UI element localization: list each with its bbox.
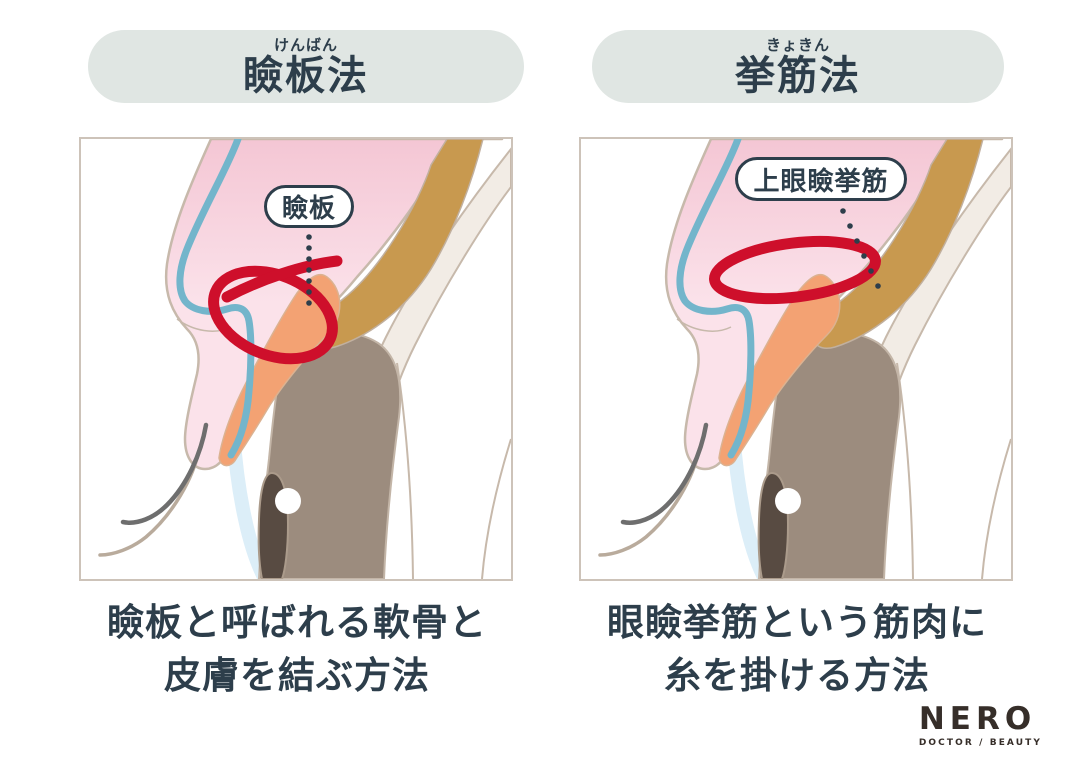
vessel-line <box>676 139 755 459</box>
caption-line: 瞼板と呼ばれる軟骨と <box>107 601 487 644</box>
orbital-line-2 <box>481 438 511 579</box>
eye-highlight <box>275 488 301 514</box>
nero-logo: NERO DOCTOR / BEAUTY <box>919 704 1042 748</box>
title-levator-method: 挙筋法 <box>735 52 861 99</box>
caption-levator-method: 眼瞼挙筋という筋肉に 糸を掛ける方法 <box>579 597 1015 702</box>
method-header-tarsal: けんばん 瞼板法 <box>88 30 524 103</box>
eyelash-dark <box>120 422 209 525</box>
eyeball <box>257 331 402 579</box>
eyelid-cross-section-levator <box>598 139 1011 579</box>
lid-fold-line <box>676 318 732 332</box>
method-header-levator: きょきん 挙筋法 <box>592 30 1004 103</box>
eye-highlight <box>775 488 801 514</box>
suture-thread-tarsal <box>208 255 343 365</box>
furigana-levator: きょきん <box>765 35 830 54</box>
tarsal-plate <box>218 273 341 467</box>
leader-dots <box>306 234 312 306</box>
caption-line: 皮膚を結ぶ方法 <box>164 653 430 697</box>
furigana-tarsal: けんばん <box>273 35 338 54</box>
label-bubble-tarsus: 瞼板 <box>264 185 354 228</box>
vessel-line <box>176 139 255 459</box>
illustration-panel-tarsal: 瞼板 <box>79 137 513 581</box>
logo-wordmark: NERO <box>918 701 1037 737</box>
caption-line: 糸を掛ける方法 <box>664 653 930 697</box>
title-tarsal-method: 瞼板法 <box>243 52 369 99</box>
caption-tarsal-method: 瞼板と呼ばれる軟骨と 皮膚を結ぶ方法 <box>79 597 515 702</box>
leader-dots <box>840 208 881 289</box>
suture-thread-levator <box>709 235 881 305</box>
label-bubble-levator: 上眼瞼挙筋 <box>735 157 907 201</box>
illustration-panel-levator: 上眼瞼挙筋 <box>579 137 1013 581</box>
eyelid-cross-section-tarsal <box>98 139 511 579</box>
tarsal-plate <box>718 273 841 467</box>
eyelash-light <box>98 445 202 557</box>
eyelash-dark <box>620 422 709 525</box>
eyelash-light <box>598 445 702 557</box>
eyeball <box>757 331 902 579</box>
orbital-line-2 <box>981 438 1011 579</box>
logo-tagline: DOCTOR / BEAUTY <box>918 738 1042 748</box>
caption-line: 眼瞼挙筋という筋肉に <box>607 601 987 644</box>
